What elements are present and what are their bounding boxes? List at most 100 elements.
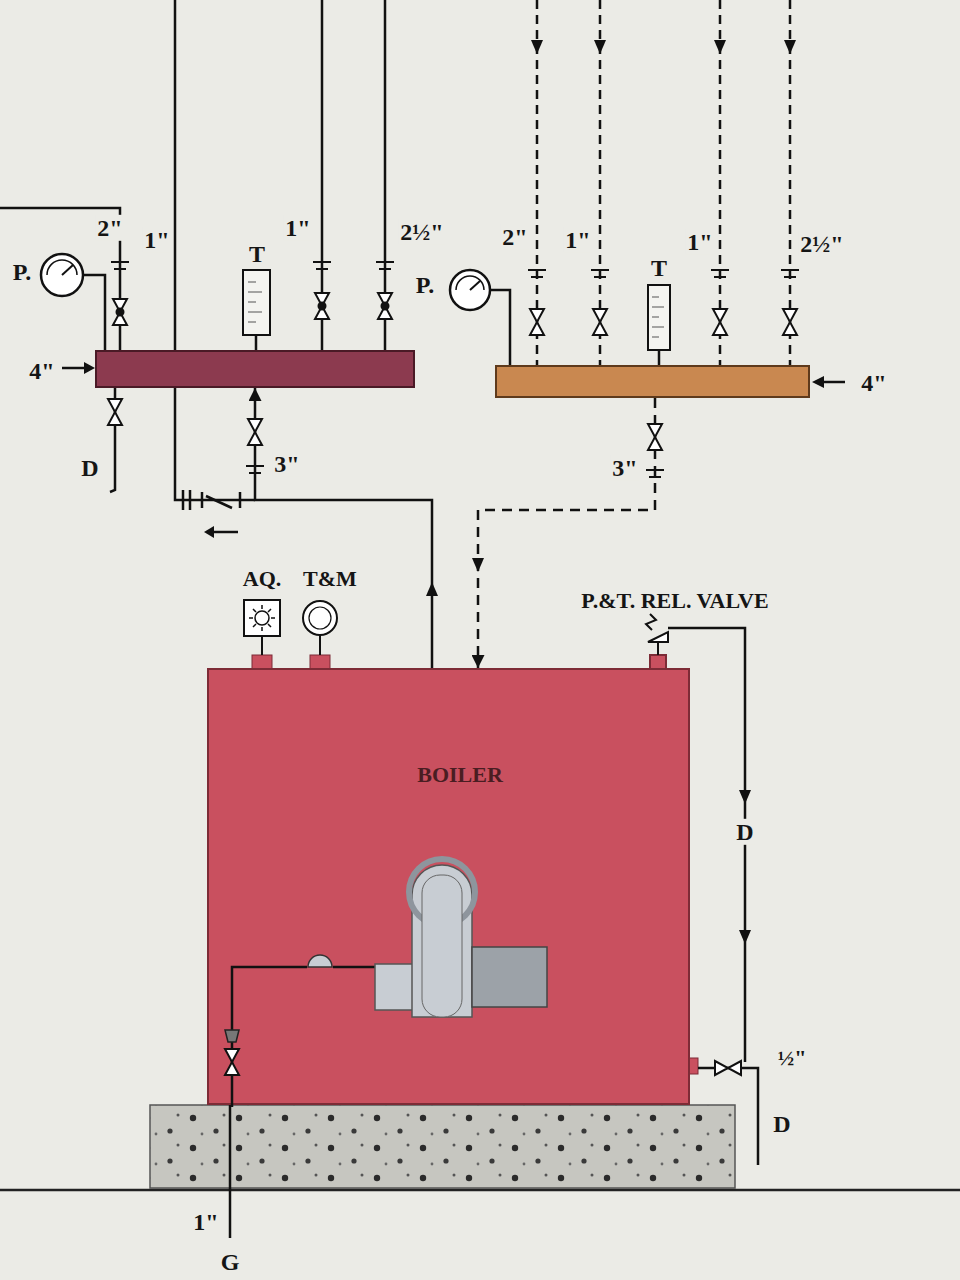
piping-illustration [315,293,329,319]
node-title: BOILER [417,763,503,787]
gas-label: G [221,1249,240,1275]
piping-illustration [781,270,799,277]
burner [225,859,547,1107]
flow-arrow [714,40,726,54]
burner [232,967,375,1107]
supply-header: 4" [95,350,415,388]
thermometer [648,285,670,350]
aquastat [249,605,275,631]
pressure-gauge [470,281,480,290]
pipe-size: 1" [283,215,312,241]
burner [472,947,547,1007]
pipe-size: 2" [500,224,529,250]
return-pipe [478,398,655,668]
return-piping [490,290,659,365]
pressure-gauge [41,254,83,296]
pipe-size: 2½" [398,219,445,245]
piping-illustration [530,309,544,335]
pipe-size: 2" [95,215,124,241]
flow-arrow [531,40,796,54]
burner [409,859,475,925]
pipe-size: 1" [193,1209,218,1235]
drain-label: D [734,819,755,845]
piping-illustration [378,293,392,319]
check-valve [183,490,240,510]
flow-arrow [426,582,438,596]
valve-label: P.&T. REL. VALVE [581,589,768,613]
burner [412,865,472,1017]
flow-arrow [84,362,95,374]
pressure-gauge [450,270,490,310]
temperature-gauge [309,607,331,629]
pipe-size: 1" [685,229,714,255]
supply-pipe [255,388,432,668]
floor-line [0,1189,960,1192]
flow-arrow [531,40,543,54]
burner [225,1030,239,1042]
piping-illustration [715,1061,741,1075]
piping-illustration [113,299,127,325]
pressure-gauge [450,270,490,310]
burner [422,875,462,1017]
temperature-gauge [303,601,337,669]
piping-illustration [376,262,394,269]
supply-piping [0,208,120,350]
pipe-size: 2½" [798,231,845,257]
pipe-size: 4" [29,358,54,384]
flow-arrow [594,40,606,54]
aquastat [255,611,269,625]
pipe-size: 3" [610,455,639,481]
piping-illustration [713,309,727,335]
pipe-size: 1" [563,227,592,253]
piping-illustration [822,381,845,384]
control-label: AQ. [243,567,282,591]
return-piping [490,290,510,365]
aquastat [244,600,280,669]
pipe-size: 3" [272,451,301,477]
piping-illustration [62,367,86,370]
gas-line [229,1105,232,1238]
flow-arrow [812,376,824,388]
drain-label: D [81,455,98,481]
thermometer [652,297,664,337]
supply-piping [0,0,385,500]
check-valve [183,490,240,532]
piping-illustration [248,419,262,445]
aquastat [252,655,272,669]
pressure-gauge [47,260,77,275]
supply-piping [175,0,255,500]
piping-illustration [18,358,92,378]
boiler-drain [689,1058,698,1074]
gauge-label: P. [416,272,434,298]
piping-illustration [111,262,129,269]
pressure-gauge [41,254,83,296]
drain-label: D [773,1111,790,1137]
thermometer [243,270,270,335]
burner [308,955,332,967]
return-piping [658,350,661,365]
flow-arrow [472,558,484,572]
burner-illustration [209,670,692,1107]
check-valve [212,531,238,534]
temperature-gauge [310,655,330,669]
relief-valve [646,614,745,1062]
piping-illustration [646,470,664,477]
piping-illustration [648,424,662,450]
thermometer [648,285,670,350]
return-piping [537,0,790,365]
piping-illustration [711,270,729,277]
pipe-size: 4" [861,370,886,396]
relief-valve [646,614,656,630]
thermometer [243,270,270,335]
piping-illustration [313,262,331,269]
temperature-gauge [319,635,321,655]
piping-illustration [591,270,609,277]
piping-illustration [108,399,122,425]
thermometer [248,282,262,322]
flow-arrow [204,526,214,538]
piping-illustration [528,270,546,277]
burner [375,964,415,1010]
